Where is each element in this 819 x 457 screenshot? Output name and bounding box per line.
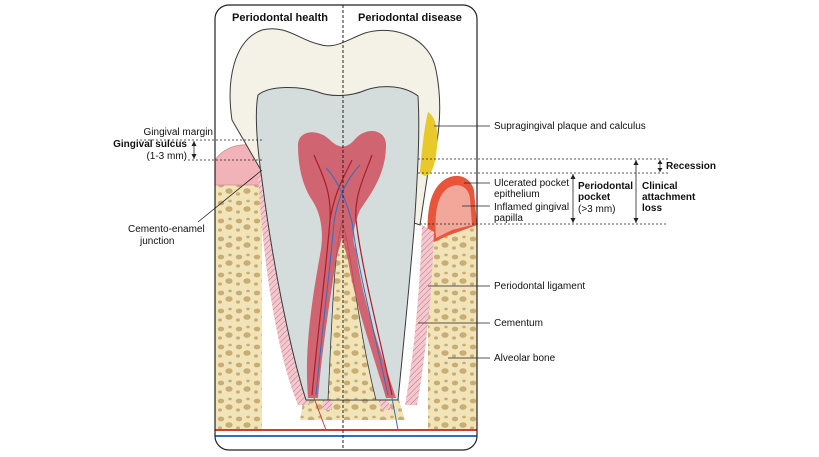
label-pocket-line2: pocket bbox=[578, 192, 611, 203]
label-cej-line2: junction bbox=[140, 236, 175, 247]
alveolar-bone-right bbox=[428, 218, 477, 430]
pulp-vessel-red bbox=[311, 154, 393, 396]
label-cal-line3: loss bbox=[642, 203, 663, 214]
cal-arrow-head-top bbox=[633, 160, 639, 165]
label-cementum: Cementum bbox=[494, 318, 543, 329]
label-pdl: Periodontal ligament bbox=[494, 281, 586, 292]
supragingival-calculus bbox=[420, 112, 438, 176]
label-cej-line1: Cemento-enamel bbox=[128, 224, 205, 235]
label-ulcerated-line2: epithelium bbox=[494, 189, 540, 200]
recession-arrow-head-bottom bbox=[657, 168, 663, 172]
label-pocket-line1: Periodontal bbox=[578, 181, 634, 192]
pulp-vessel-blue bbox=[315, 164, 389, 396]
header-periodontal-disease: Periodontal disease bbox=[358, 12, 462, 24]
label-gingival-sulcus: Gingival sulcus bbox=[113, 139, 187, 150]
pocket-arrow-head-top bbox=[570, 174, 576, 179]
label-gingival-margin: Gingival margin bbox=[143, 127, 213, 138]
label-inflamed-line1: Inflamed gingival bbox=[494, 202, 570, 213]
label-recession: Recession bbox=[666, 161, 717, 172]
sulcus-arrow-head-bottom bbox=[191, 154, 197, 159]
label-sulcus-depth: (1-3 mm) bbox=[146, 151, 187, 162]
header-periodontal-health: Periodontal health bbox=[232, 12, 328, 24]
cej-leader bbox=[197, 169, 263, 223]
label-ulcerated-line1: Ulcerated pocket bbox=[494, 178, 570, 189]
diagram-frame bbox=[214, 4, 478, 451]
pocket-arrow-head-bottom bbox=[570, 218, 576, 223]
label-inflamed-line2: papilla bbox=[494, 213, 523, 224]
alveolar-bone-left bbox=[215, 168, 262, 430]
inflamed-gingival-papilla bbox=[435, 185, 472, 238]
label-cal-line1: Clinical bbox=[642, 181, 678, 192]
cal-arrow-head-bottom bbox=[633, 218, 639, 223]
label-alveolar-bone: Alveolar bone bbox=[494, 353, 556, 364]
sulcus-arrow-head-top bbox=[191, 141, 197, 146]
label-pocket-depth: (>3 mm) bbox=[578, 204, 616, 215]
pdl-right bbox=[405, 225, 434, 405]
root-vessel-left bbox=[313, 397, 327, 431]
root-vessel-right bbox=[391, 397, 399, 431]
recession-arrow-head-top bbox=[657, 160, 663, 164]
label-supragingival: Supragingival plaque and calculus bbox=[494, 121, 646, 132]
label-cal-line2: attachment bbox=[642, 192, 696, 203]
